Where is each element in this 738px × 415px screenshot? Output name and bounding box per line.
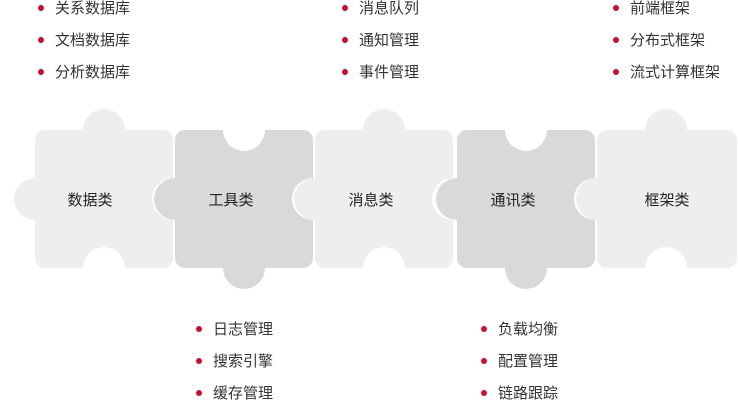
bullet-dot xyxy=(196,390,202,396)
list-item-text: 文档数据库 xyxy=(55,31,131,49)
bullet-dot xyxy=(481,358,487,364)
list-item-text: 日志管理 xyxy=(213,320,274,338)
list-item: 分析数据库 xyxy=(38,62,130,94)
list-item-text: 通知管理 xyxy=(359,31,420,49)
bullet-dot xyxy=(481,326,487,332)
bullet-dot xyxy=(196,358,202,364)
bullet-dot xyxy=(613,37,619,43)
piece-label-message: 消息类 xyxy=(348,191,394,209)
bullet-dot xyxy=(196,326,202,332)
puzzle-piece-framework xyxy=(576,109,737,268)
bullet-dot xyxy=(342,69,348,75)
bullet-dot xyxy=(613,69,619,75)
piece-label-tools: 工具类 xyxy=(208,191,254,209)
list-item-text: 负载均衡 xyxy=(498,320,559,338)
list-item: 文档数据库 xyxy=(38,30,130,62)
list-item: 流式计算框架 xyxy=(613,62,720,94)
bullet-dot xyxy=(613,5,619,11)
piece-label-framework: 框架类 xyxy=(644,191,690,209)
puzzle-piece-communication xyxy=(436,130,595,289)
list-item-text: 搜索引擎 xyxy=(213,352,274,370)
list-framework: 前端框架 分布式框架 流式计算框架 xyxy=(613,0,720,94)
piece-label-data: 数据类 xyxy=(67,191,113,209)
list-item-text: 前端框架 xyxy=(630,0,691,17)
puzzle-diagram xyxy=(14,109,737,289)
list-item-text: 分布式框架 xyxy=(630,31,706,49)
list-item: 搜索引擎 xyxy=(196,351,273,383)
list-communication: 负载均衡 配置管理 链路跟踪 xyxy=(481,319,558,415)
list-data: 关系数据库 文档数据库 分析数据库 xyxy=(38,0,130,94)
piece-label-communication: 通讯类 xyxy=(490,191,536,209)
list-item: 分布式框架 xyxy=(613,30,720,62)
bullet-dot xyxy=(342,37,348,43)
list-item: 链路跟踪 xyxy=(481,383,558,415)
list-item: 关系数据库 xyxy=(38,0,130,30)
list-item-text: 关系数据库 xyxy=(55,0,131,17)
bullet-dot xyxy=(38,37,44,43)
list-item: 消息队列 xyxy=(342,0,419,30)
list-tools: 日志管理 搜索引擎 缓存管理 xyxy=(196,319,273,415)
bullet-dot xyxy=(38,69,44,75)
list-item-text: 链路跟踪 xyxy=(498,384,559,402)
list-item-text: 分析数据库 xyxy=(55,63,131,81)
list-item: 通知管理 xyxy=(342,30,419,62)
list-item: 配置管理 xyxy=(481,351,558,383)
list-item-text: 缓存管理 xyxy=(213,384,274,402)
list-message: 消息队列 通知管理 事件管理 xyxy=(342,0,419,94)
list-item-text: 事件管理 xyxy=(359,63,420,81)
list-item-text: 配置管理 xyxy=(498,352,559,370)
list-item: 前端框架 xyxy=(613,0,720,30)
list-item: 负载均衡 xyxy=(481,319,558,351)
list-item: 缓存管理 xyxy=(196,383,273,415)
list-item: 日志管理 xyxy=(196,319,273,351)
list-item-text: 消息队列 xyxy=(359,0,420,17)
list-item-text: 流式计算框架 xyxy=(630,63,721,81)
bullet-dot xyxy=(38,5,44,11)
puzzle-piece-data xyxy=(14,109,173,268)
list-item: 事件管理 xyxy=(342,62,419,94)
bullet-dot xyxy=(342,5,348,11)
puzzle-piece-tools xyxy=(154,130,313,289)
puzzle-piece-message xyxy=(294,109,453,268)
bullet-dot xyxy=(481,390,487,396)
